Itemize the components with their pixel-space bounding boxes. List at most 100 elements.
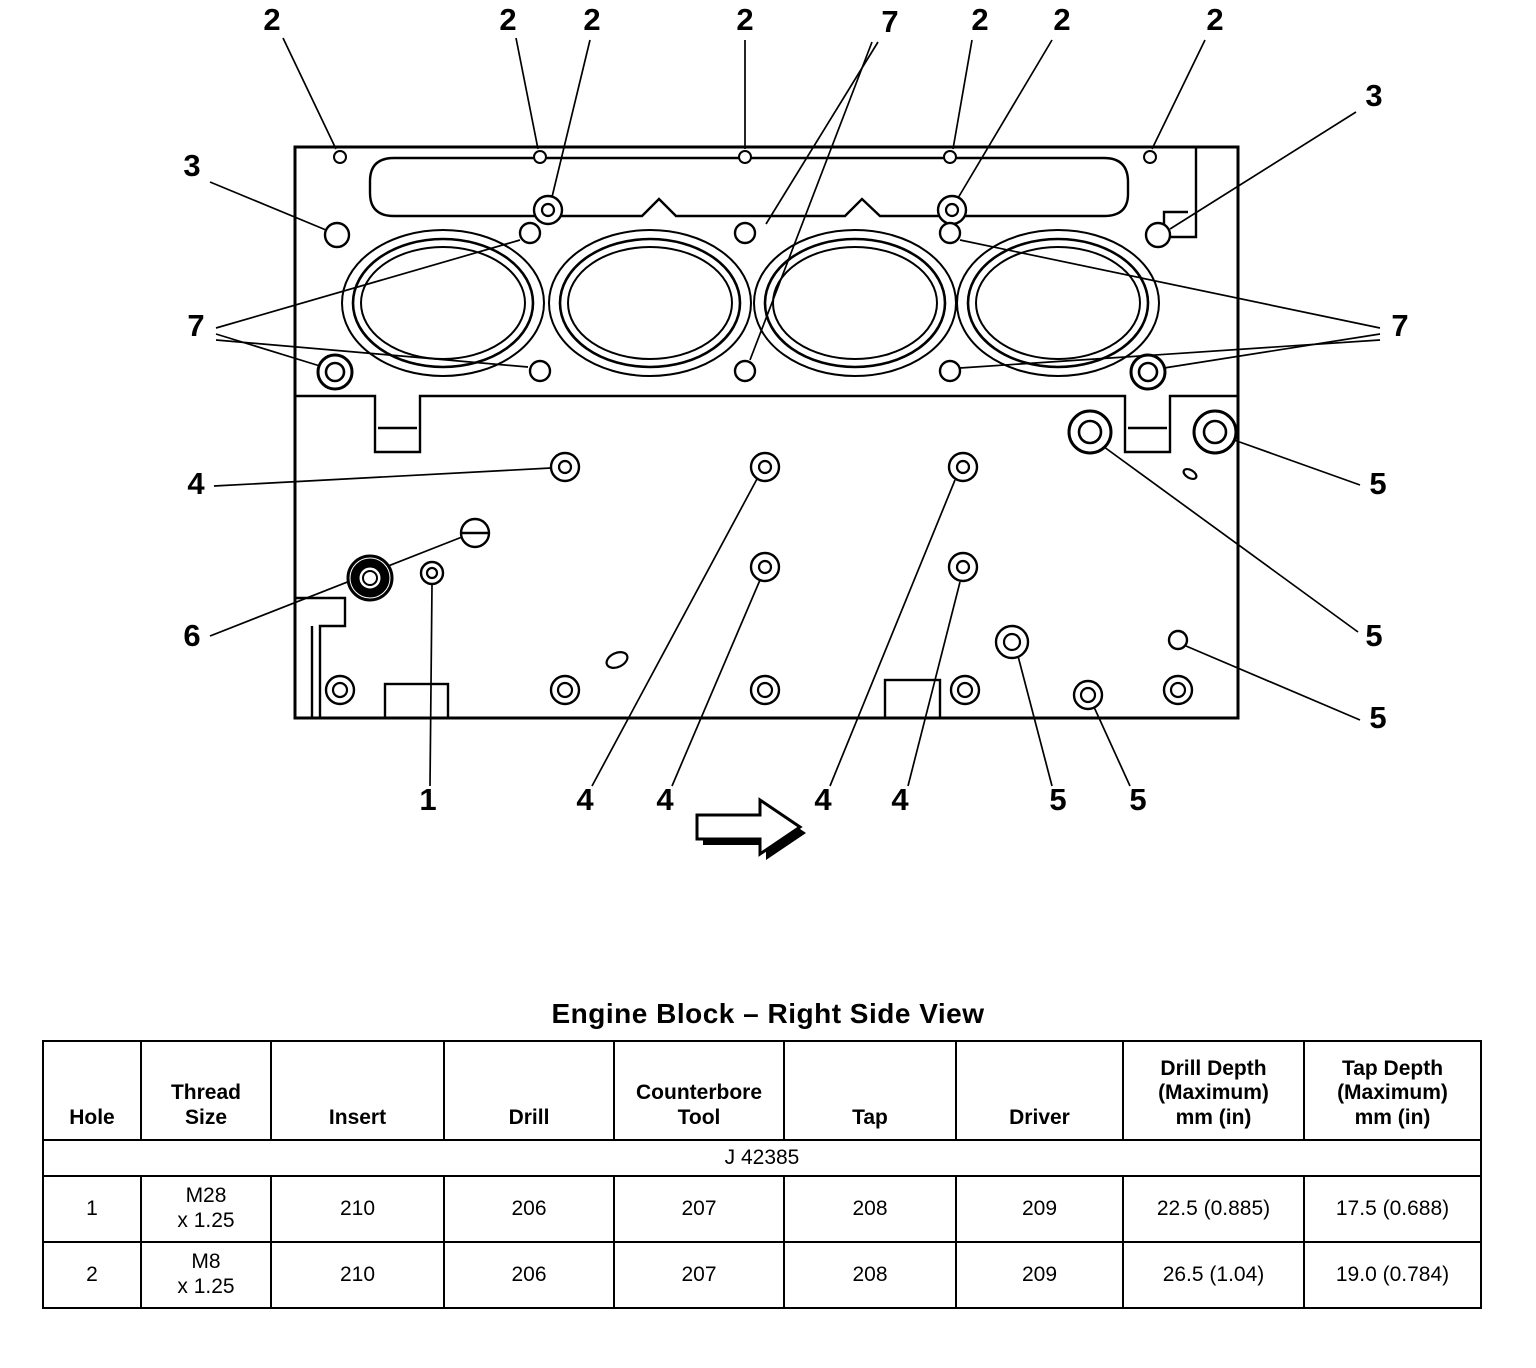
plain-hole (938, 359, 962, 383)
dot-hole (533, 150, 547, 164)
ring-hole (955, 559, 971, 575)
table-cell: M28 x 1.25 (140, 1175, 272, 1243)
callout-label: 4 (576, 782, 594, 817)
table-cell: 208 (783, 1175, 957, 1243)
plain-hole (1167, 629, 1189, 651)
table-cell: 209 (955, 1175, 1124, 1243)
cylinder-bore (351, 237, 535, 369)
leader-line (765, 41, 879, 225)
leader-line (1163, 333, 1381, 369)
column-header: Counterbore Tool (613, 1040, 785, 1141)
leader-line (1151, 39, 1206, 150)
oval-hole (1182, 467, 1198, 481)
leader-line (1233, 439, 1361, 486)
callout-label: 2 (971, 2, 988, 37)
cylinder-bore (548, 229, 752, 377)
table-cell: M8 x 1.25 (140, 1241, 272, 1309)
boss-hole (1137, 361, 1159, 383)
hatched-hole (362, 570, 378, 586)
leader-line (209, 181, 327, 231)
cylinder-bore (966, 237, 1150, 369)
callout-label: 5 (1365, 618, 1382, 653)
callout-label: 4 (187, 466, 205, 501)
diagram-title: Engine Block – Right Side View (551, 998, 985, 1029)
tool-number-cell: J 42385 (42, 1139, 1482, 1177)
ring-hole (1169, 681, 1187, 699)
tool-number-row: J 42385 (42, 1139, 1482, 1177)
engine-block-outline (293, 145, 1240, 720)
column-header: Tap (783, 1040, 957, 1141)
table-cell: 207 (613, 1241, 785, 1309)
cylinder-bore (341, 229, 545, 377)
leader-line (1169, 111, 1357, 230)
table-cell: 210 (270, 1175, 445, 1243)
table-cell: 210 (270, 1241, 445, 1309)
callout-label: 2 (263, 2, 280, 37)
column-header: Driver (955, 1040, 1124, 1141)
leader-line (829, 479, 956, 787)
table-cell: 207 (613, 1175, 785, 1243)
leader-line (671, 579, 761, 787)
callout-label: 2 (1053, 2, 1070, 37)
ring-hole (557, 459, 573, 475)
callout-label: 5 (1049, 782, 1066, 817)
callout-label: 1 (419, 782, 436, 817)
leader-line (959, 239, 1381, 329)
ring-hole (425, 566, 439, 580)
table-cell: 209 (955, 1241, 1124, 1309)
dot-hole (943, 150, 957, 164)
callout-label: 4 (656, 782, 674, 817)
leader-line (215, 339, 529, 368)
leader-line (215, 239, 521, 329)
leader-line (213, 467, 552, 487)
table-cell: 19.0 (0.784) (1303, 1241, 1482, 1309)
cylinder-bore (956, 229, 1160, 377)
bottom-rail-boss-left (383, 682, 450, 720)
leader-line (1185, 645, 1361, 721)
callout-leader-lines (209, 37, 1381, 787)
callout-label: 2 (499, 2, 516, 37)
cylinder-bore (558, 237, 742, 369)
callout-label: 2 (736, 2, 753, 37)
dot-hole (333, 150, 347, 164)
plain-hole (518, 221, 542, 245)
table-cell: 208 (783, 1241, 957, 1309)
table-cell: 17.5 (0.688) (1303, 1175, 1482, 1243)
callout-label: 3 (183, 148, 200, 183)
leader-line (1017, 655, 1053, 787)
ring-hole (756, 681, 774, 699)
plain-hole (528, 359, 552, 383)
ring-hole (1002, 632, 1022, 652)
table-cell: 1 (42, 1175, 142, 1243)
ring-hole (757, 459, 773, 475)
leader-line (282, 37, 337, 150)
leader-line (749, 41, 873, 361)
cylinder-bores (341, 229, 1160, 377)
dot-hole (1143, 150, 1157, 164)
table-cell: 2 (42, 1241, 142, 1309)
cylinder-bore (975, 246, 1141, 360)
table-cell: 26.5 (1.04) (1122, 1241, 1305, 1309)
callout-label: 2 (1206, 2, 1223, 37)
leader-line (907, 581, 961, 787)
table-cell: 206 (443, 1241, 615, 1309)
callout-label: 7 (881, 4, 898, 39)
column-header: Drill Depth (Maximum) mm (in) (1122, 1040, 1305, 1141)
cylinder-bore (753, 229, 957, 377)
callout-label: 5 (1369, 466, 1386, 501)
boss-hole (324, 361, 346, 383)
bigboss-hole (1077, 419, 1103, 445)
callout-label: 2 (583, 2, 600, 37)
leader-line (1099, 443, 1359, 633)
oval-hole (605, 651, 629, 669)
plain-hole (938, 221, 962, 245)
bottom-rail-boss-right (883, 678, 942, 720)
bottom-left-step (295, 596, 347, 718)
ring-hole (955, 459, 971, 475)
